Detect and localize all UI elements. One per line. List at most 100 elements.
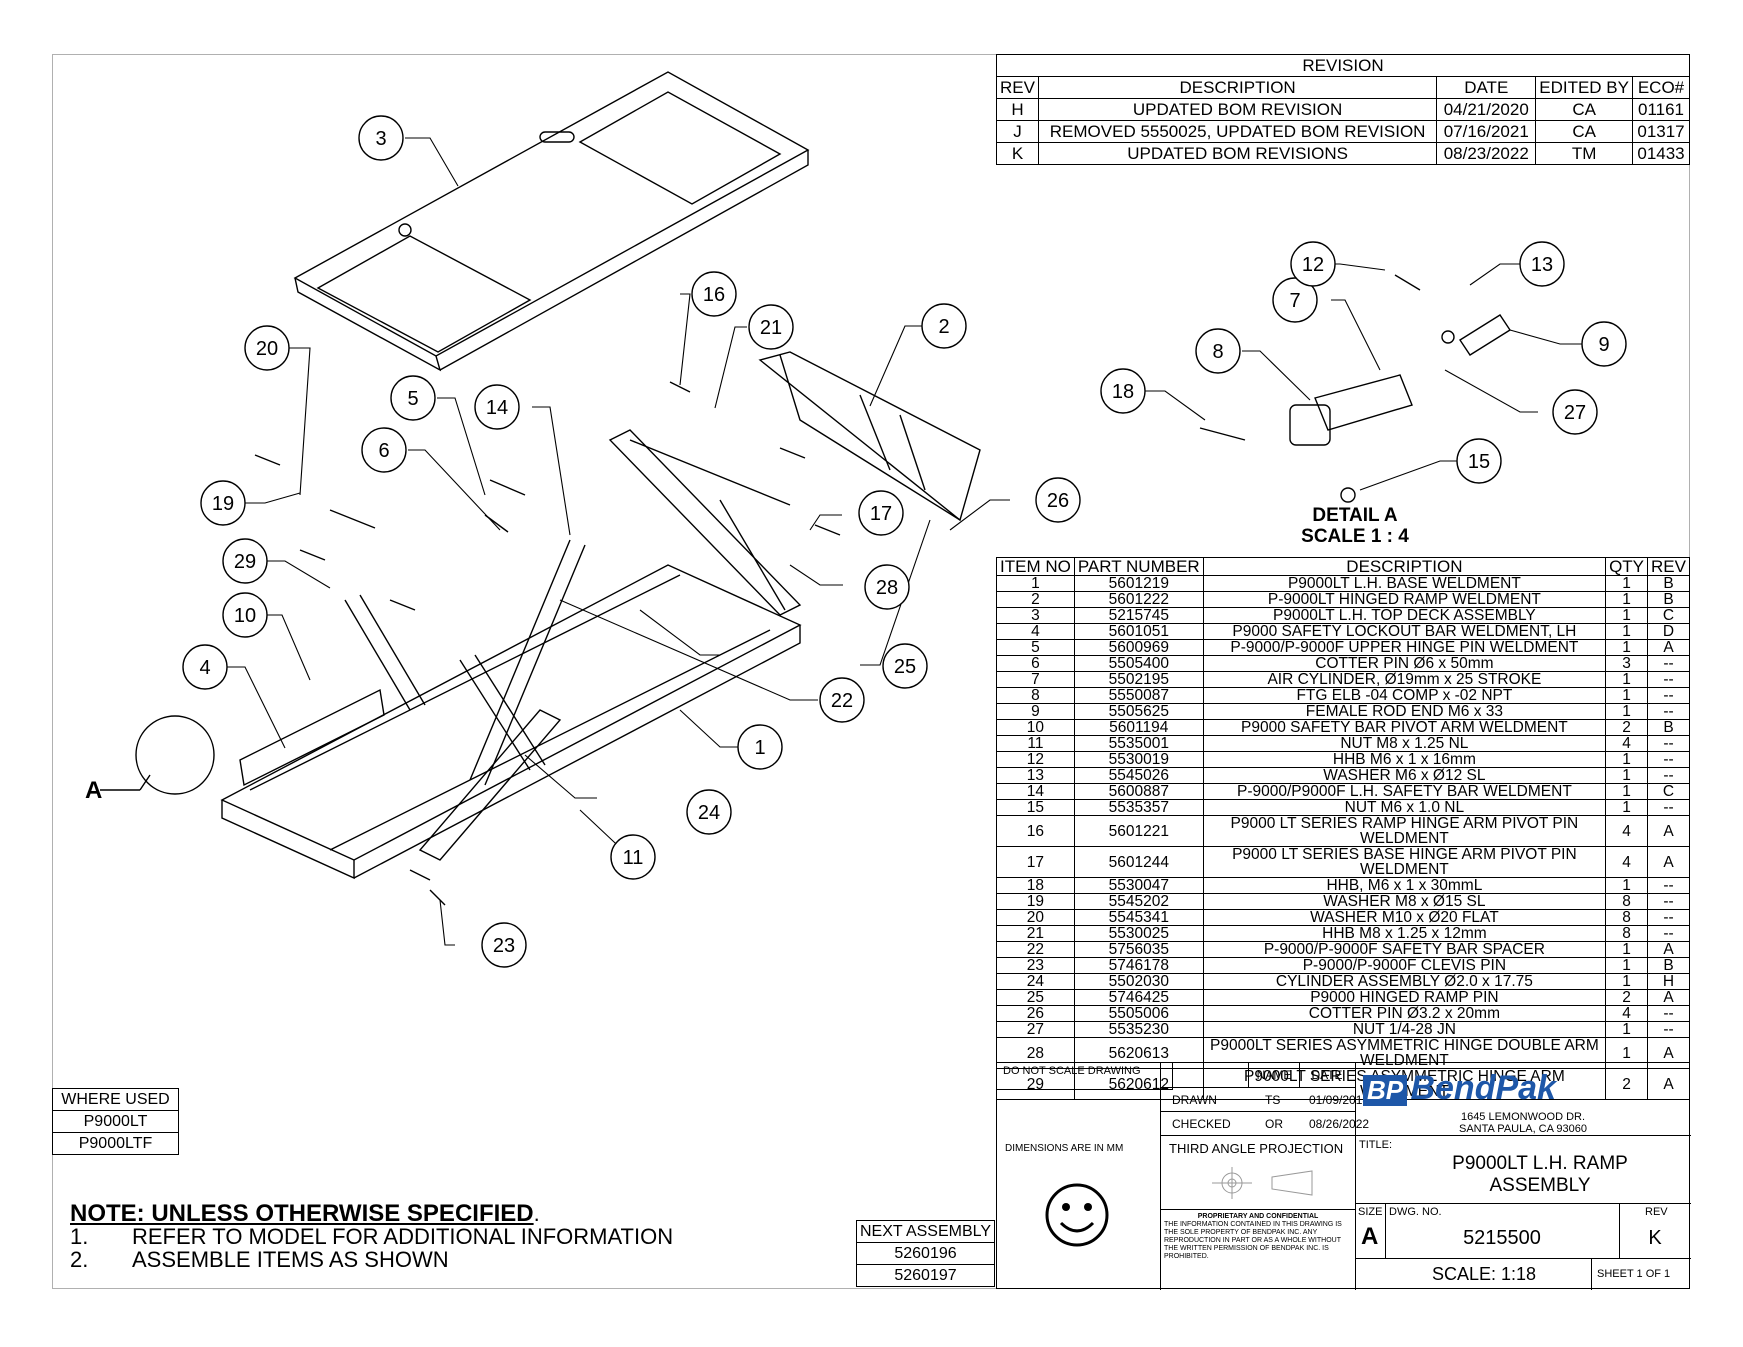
bom-item-no: 11 [996,735,1075,752]
bom-item-no: 22 [996,941,1075,958]
bom-item-no: 4 [996,623,1075,640]
balloon-circle [361,427,407,473]
balloon-number: 2 [938,316,949,338]
bom-qty: 1 [1605,799,1649,816]
bom-item-no: 28 [996,1037,1075,1069]
bom-rev: C [1647,783,1690,800]
balloon-circle [921,303,967,349]
bom-part-number: 5505400 [1073,655,1204,672]
bom-rev: B [1647,957,1690,974]
item-balloon: 12 [1290,241,1336,287]
balloon-number: 5 [407,388,418,410]
balloon-circle [200,480,246,526]
bom-description: WASHER M10 x Ø20 FLAT [1202,909,1607,926]
bendpak-logo: BP BendPak [1363,1069,1556,1108]
bom-qty: 4 [1605,815,1649,847]
balloon-number: 12 [1302,254,1324,276]
balloon-circle [858,490,904,536]
where-used-item: P9000LTF [52,1132,179,1155]
bom-qty: 8 [1605,925,1649,942]
bom-item-no: 16 [996,815,1075,847]
do-not-scale-note: DO NOT SCALE DRAWING [997,1063,1173,1090]
balloon-circle [1519,241,1565,287]
title-block-divider [1619,1203,1620,1258]
bom-item-no: 19 [996,893,1075,910]
where-used-table: WHERE USED P9000LT P9000LTF [52,1088,179,1155]
bom-rev: A [1647,815,1690,847]
balloon-circle [474,384,520,430]
note-number: 2. [70,1247,89,1272]
bom-rev: -- [1647,799,1690,816]
bom-qty: 8 [1605,909,1649,926]
bom-qty: 4 [1605,846,1649,878]
sheet-value: SHEET 1 OF 1 [1597,1268,1671,1280]
bom-part-number: 5601219 [1073,575,1204,592]
balloon-circle [1035,477,1081,523]
bom-rev: B [1647,591,1690,608]
balloon-circle [1552,389,1598,435]
bom-item-no: 8 [996,687,1075,704]
title-block-divider [1385,1203,1386,1258]
bom-part-number: 5545202 [1073,893,1204,910]
bom-item-no: 9 [996,703,1075,720]
safety-bar-part [344,539,586,786]
company-address: 1645 LEMONWOOD DR. SANTA PAULA, CA 93060 [1355,1111,1691,1135]
bom-rev: -- [1647,893,1690,910]
bom-rev: -- [1647,877,1690,894]
bom-description: P-9000/P-9000F CLEVIS PIN [1202,957,1607,974]
drawn-label: DRAWN [1172,1093,1217,1107]
rev-date-cell: 04/21/2020 [1436,98,1537,121]
bom-description: P9000 SAFETY BAR PIVOT ARM WELDMENT [1202,719,1607,736]
hinged-ramp-part [758,351,981,522]
dimensions-note: DIMENSIONS ARE IN MM [1005,1143,1124,1154]
bom-rev: A [1647,846,1690,878]
bom-description: P9000 LT SERIES RAMP HINGE ARM PIVOT PIN… [1202,815,1607,847]
bom-qty: 1 [1605,591,1649,608]
bom-description: P-9000/P-9000F UPPER HINGE PIN WELDMENT [1202,639,1607,656]
bom-item-no: 25 [996,989,1075,1006]
bom-qty: 1 [1605,623,1649,640]
balloon-number: 6 [378,440,389,462]
item-balloon: 19 [200,480,246,526]
rev-description-cell: REMOVED 5550025, UPDATED BOM REVISION [1037,120,1438,143]
balloon-number: 9 [1598,334,1609,356]
cylinder-assembly-part [409,709,562,881]
bom-rev: -- [1647,751,1690,768]
bom-rev: A [1647,1037,1690,1069]
item-balloon: 5 [390,375,436,421]
balloon-number: 7 [1289,290,1300,312]
balloon-number: 25 [894,656,916,678]
bom-rev: -- [1647,909,1690,926]
bom-part-number: 5535001 [1073,735,1204,752]
rev-eco-cell: 01161 [1632,98,1690,121]
top-deck-part [293,71,810,372]
size-value: A [1361,1223,1379,1250]
balloon-number: 19 [212,493,234,515]
rev-edited-by-cell: CA [1535,98,1633,121]
bom-header-qty: QTY [1605,557,1649,576]
balloon-number: 26 [1047,490,1069,512]
bom-part-number: 5530047 [1073,877,1204,894]
balloon-circle [182,644,228,690]
item-balloon: 7 [1272,277,1318,323]
balloon-circle [819,677,865,723]
bom-qty: 1 [1605,1021,1649,1038]
notes-heading: NOTE: UNLESS OTHERWISE SPECIFIED [70,1200,534,1227]
bom-rev: D [1647,623,1690,640]
bom-qty: 1 [1605,941,1649,958]
note-number: 1. [70,1224,89,1249]
bom-qty: 1 [1605,877,1649,894]
bom-rev: B [1647,719,1690,736]
bom-rev: -- [1647,735,1690,752]
